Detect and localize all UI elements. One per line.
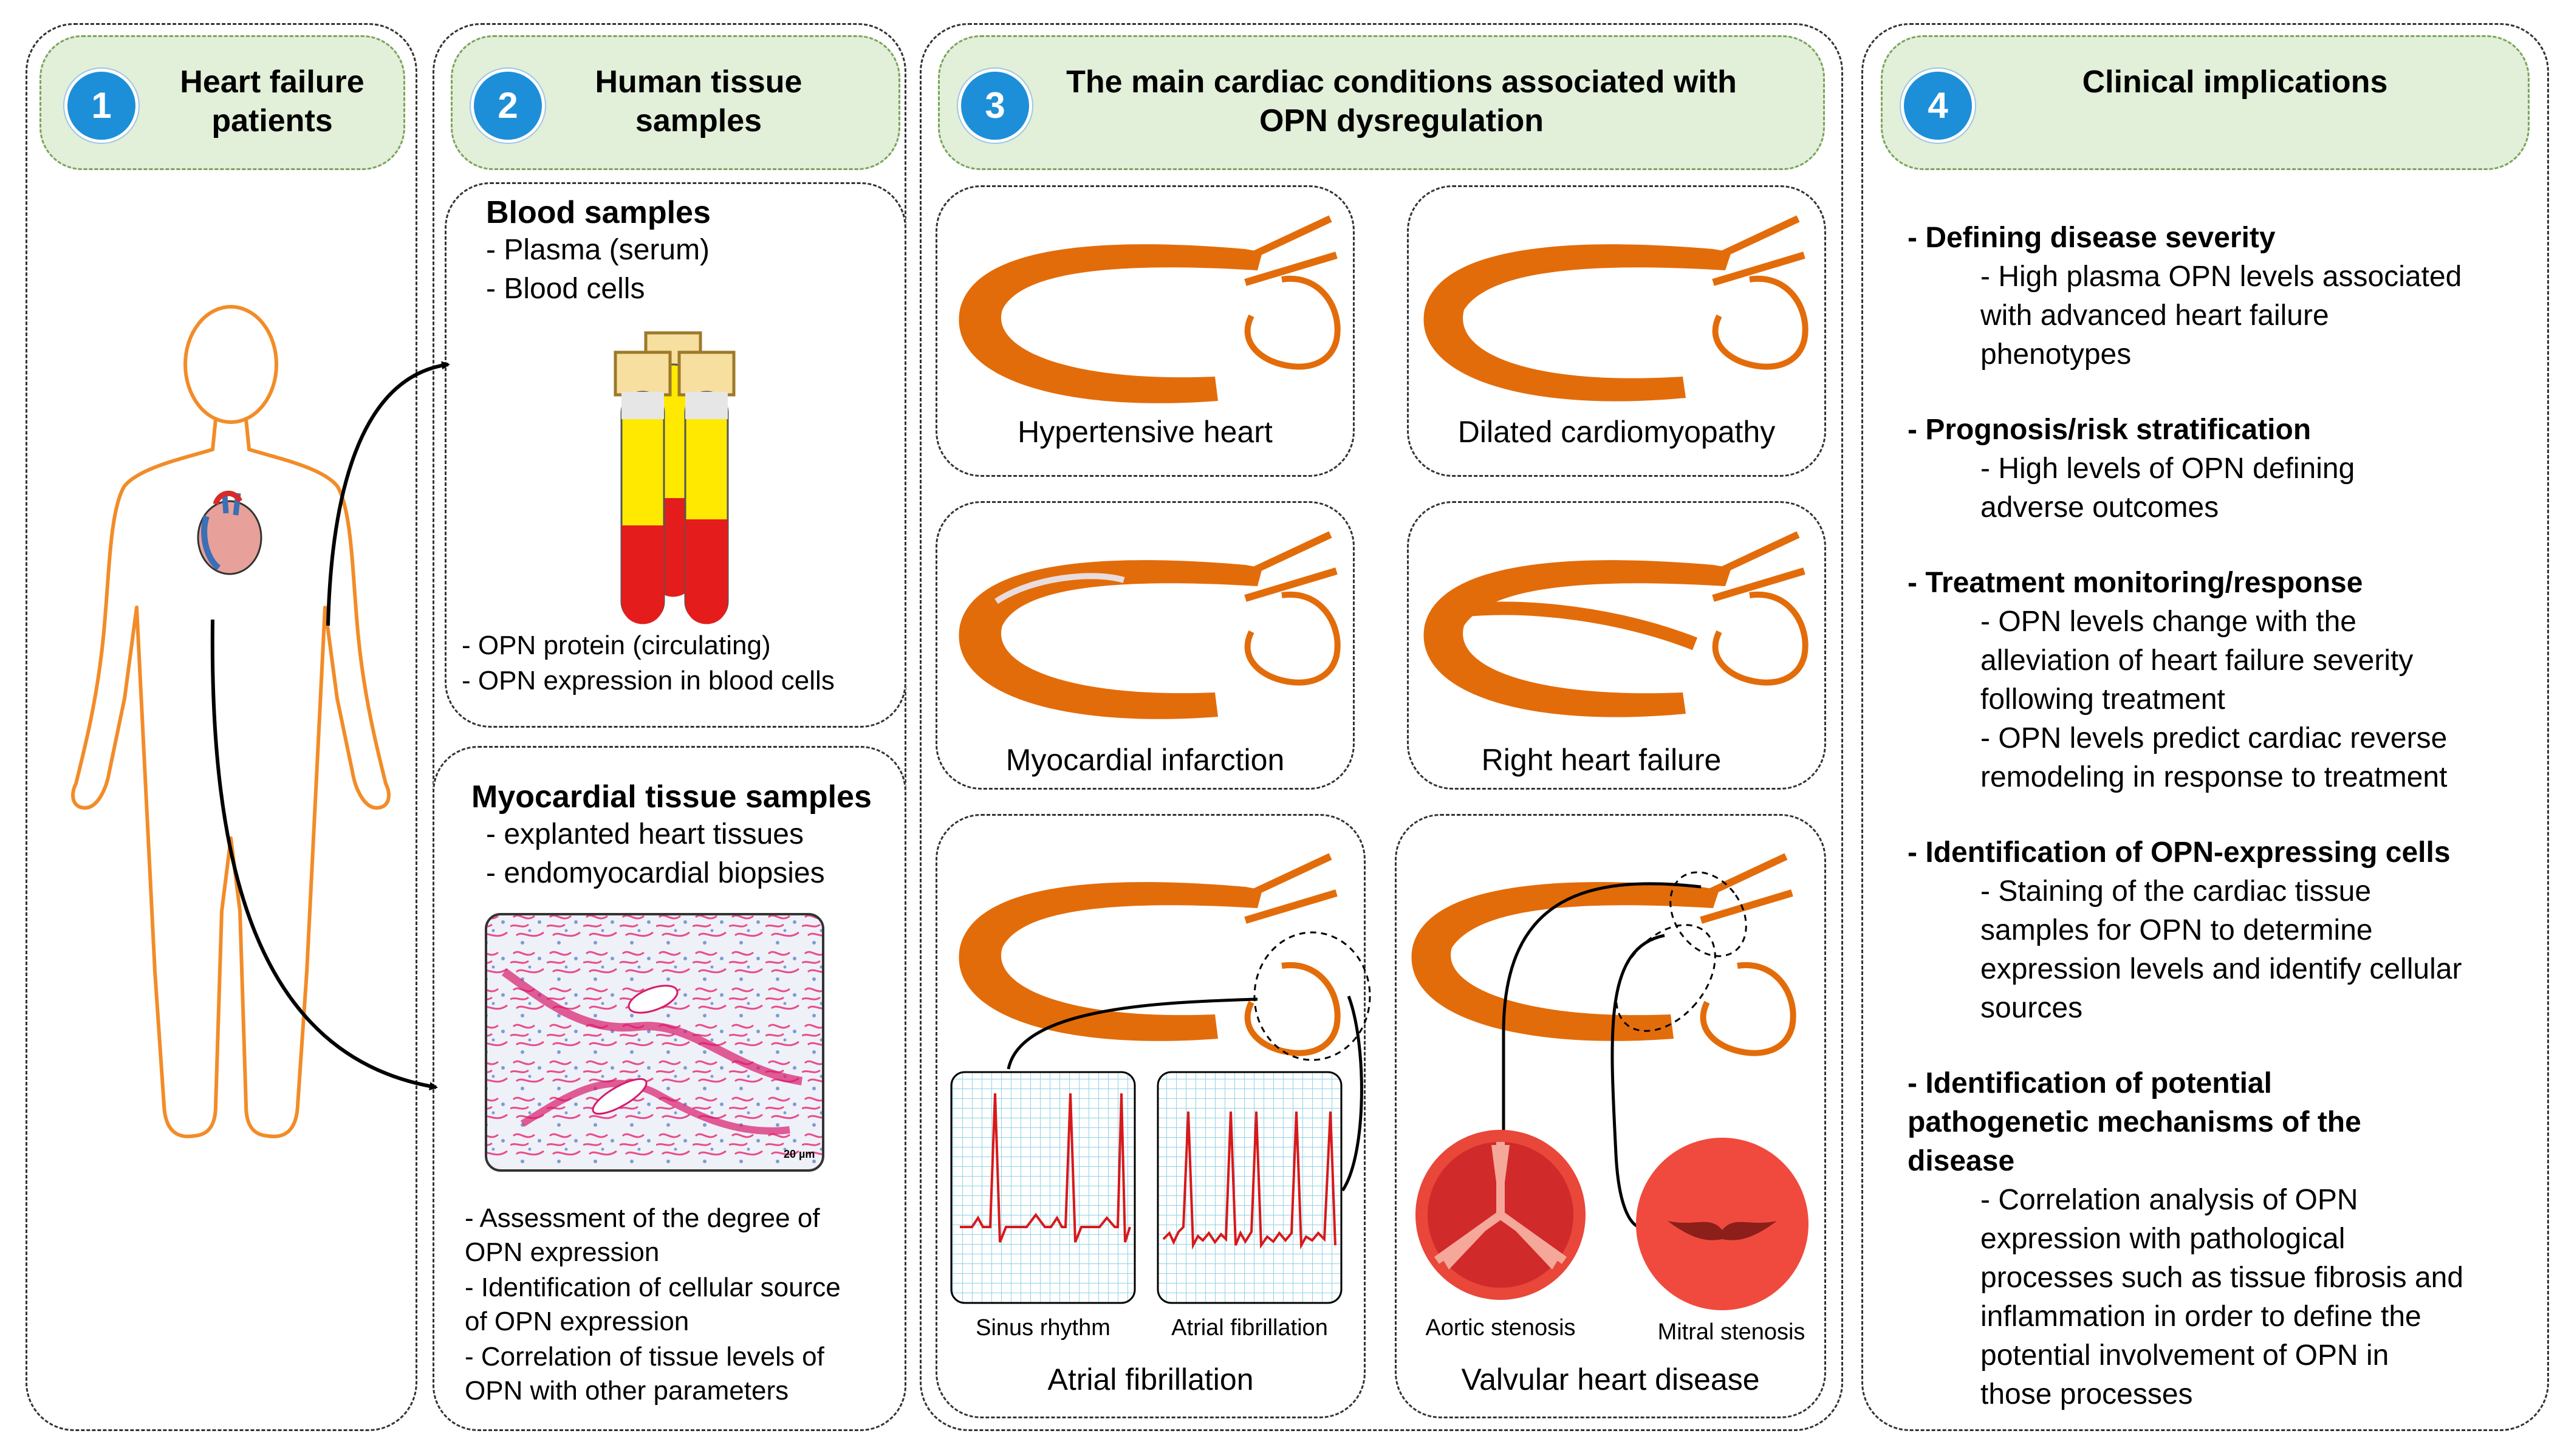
- implication-cells-line: expression levels and identify cellular: [1980, 953, 2462, 985]
- tissue-outcome-line-3: - Identification of cellular source: [465, 1273, 841, 1302]
- implication-mechanisms-title: pathogenetic mechanisms of the: [1908, 1106, 2361, 1138]
- tissue-micrograph-image: [485, 913, 824, 1172]
- ecg-atrial-fibrillation-panel: [1157, 1071, 1343, 1304]
- caption-atrial-fibrillation: Atrial fibrillation: [1047, 1362, 1254, 1396]
- heart-outline-dilated: [1423, 215, 1808, 402]
- caption-af-ecg: Atrial fibrillation: [1171, 1315, 1328, 1341]
- caption-mitral-stenosis: Mitral stenosis: [1657, 1319, 1805, 1345]
- caption-valvular-heart-disease: Valvular heart disease: [1461, 1362, 1760, 1396]
- heart-outline-hypertensive: [959, 215, 1341, 403]
- aortic-valve-icon: [1415, 1130, 1586, 1300]
- step-badge-1: 1: [64, 69, 139, 143]
- column-patients: [26, 23, 417, 1431]
- blood-tubes-icon: [614, 331, 736, 624]
- blood-item-plasma: - Plasma (serum): [486, 234, 710, 266]
- blood-item-cells: - Blood cells: [486, 273, 645, 305]
- tissue-outcome-line-6: OPN with other parameters: [465, 1376, 789, 1406]
- arrow-to-tissue-samples: [210, 619, 438, 1091]
- implication-treatment-line: remodeling in response to treatment: [1980, 761, 2448, 793]
- implications-list: - Defining disease severity - High plasm…: [1908, 219, 2539, 1414]
- micrograph-scale-label: 20 µm: [784, 1148, 815, 1160]
- tissue-item-explanted: - explanted heart tissues: [486, 818, 804, 850]
- implication-cells-line: - Staining of the cardiac tissue: [1980, 875, 2372, 907]
- implication-treatment-line: - OPN levels change with the: [1980, 606, 2356, 638]
- tissue-item-biopsies: - endomyocardial biopsies: [486, 857, 825, 889]
- arrow-to-blood-samples: [326, 361, 450, 626]
- implication-mechanisms-line: - Correlation analysis of OPN: [1980, 1184, 2358, 1216]
- implication-mechanisms-line: those processes: [1980, 1378, 2193, 1410]
- step-badge-2: 2: [471, 69, 545, 143]
- implication-mechanisms-title: - Identification of potential: [1908, 1067, 2272, 1099]
- tissue-outcome-line-4: of OPN expression: [465, 1307, 690, 1336]
- column-cardiac-conditions: [920, 23, 1843, 1431]
- implication-treatment-line: alleviation of heart failure severity: [1980, 644, 2414, 677]
- implication-mechanisms-line: inflammation in order to define the: [1980, 1300, 2421, 1333]
- ecg-sinus-rhythm-panel: [950, 1071, 1136, 1304]
- caption-sinus-rhythm: Sinus rhythm: [976, 1315, 1110, 1341]
- heart-outline-valvular: [1411, 853, 1796, 1056]
- mitral-valve-icon: [1636, 1138, 1808, 1310]
- implication-treatment-title: - Treatment monitoring/response: [1908, 567, 2363, 599]
- column-clinical-implications: [1861, 23, 2549, 1431]
- heart-outline-right-heart-failure: [1423, 531, 1808, 717]
- implication-treatment-line: following treatment: [1980, 683, 2225, 716]
- box-right-heart-failure: [1407, 501, 1826, 790]
- implication-cells-line: samples for OPN to determine: [1980, 914, 2373, 946]
- blood-outcome-opn-protein: - OPN protein (circulating): [462, 631, 771, 660]
- implication-mechanisms-line: expression with pathological: [1980, 1223, 2346, 1255]
- implication-cells-title: - Identification of OPN-expressing cells: [1908, 836, 2451, 869]
- tissue-samples-title: Myocardial tissue samples: [471, 779, 872, 815]
- caption-dilated-cardiomyopathy: Dilated cardiomyopathy: [1457, 415, 1776, 449]
- implication-mechanisms-line: potential involvement of OPN in: [1980, 1339, 2389, 1372]
- box-hypertensive-heart: [936, 185, 1355, 477]
- implication-prognosis-line: adverse outcomes: [1980, 491, 2219, 524]
- caption-hypertensive-heart: Hypertensive heart: [1018, 415, 1273, 449]
- caption-right-heart-failure: Right heart failure: [1481, 743, 1722, 777]
- implication-mechanisms-title: disease: [1908, 1145, 2015, 1177]
- implication-prognosis-line: - High levels of OPN defining: [1980, 453, 2355, 485]
- heart-organ-icon: [197, 490, 262, 575]
- box-myocardial-infarction: [936, 501, 1355, 790]
- box-dilated-cardiomyopathy: [1407, 185, 1826, 477]
- implication-severity-line: with advanced heart failure: [1980, 299, 2329, 332]
- blood-outcome-opn-expression: - OPN expression in blood cells: [462, 666, 835, 696]
- atrium-highlight-circle: [1253, 931, 1371, 1061]
- implication-mechanisms-line: processes such as tissue fibrosis and: [1980, 1262, 2464, 1294]
- caption-myocardial-infarction: Myocardial infarction: [1005, 743, 1285, 777]
- blood-samples-title: Blood samples: [486, 195, 711, 230]
- tissue-outcome-line-5: - Correlation of tissue levels of: [465, 1342, 824, 1372]
- tissue-outcome-line-1: - Assessment of the degree of: [465, 1203, 820, 1233]
- implication-severity-line: phenotypes: [1980, 338, 2132, 371]
- tissue-outcome-line-2: OPN expression: [465, 1237, 660, 1267]
- heart-outline-myocardial-infarction: [959, 531, 1341, 719]
- implication-severity-title: - Defining disease severity: [1908, 222, 2276, 254]
- implication-treatment-line: - OPN levels predict cardiac reverse: [1980, 722, 2448, 754]
- implication-cells-line: sources: [1980, 992, 2083, 1024]
- heart-outline-atrial-fibrillation: [959, 853, 1341, 1056]
- human-body-icon: [71, 305, 391, 1138]
- header-panel-4: 4 Clinical implications: [1881, 35, 2530, 170]
- step-badge-4: 4: [1901, 69, 1975, 143]
- panel-4-title: Clinical implications: [2082, 64, 2388, 100]
- panel-3-title: The main cardiac conditions associated w…: [1066, 64, 1737, 138]
- implication-severity-line: - High plasma OPN levels associated: [1980, 261, 2462, 293]
- implication-prognosis-title: - Prognosis/risk stratification: [1908, 414, 2311, 446]
- step-badge-3: 3: [958, 69, 1032, 143]
- header-panel-3: 3 The main cardiac conditions associated…: [938, 35, 1825, 170]
- caption-aortic-stenosis: Aortic stenosis: [1425, 1315, 1576, 1341]
